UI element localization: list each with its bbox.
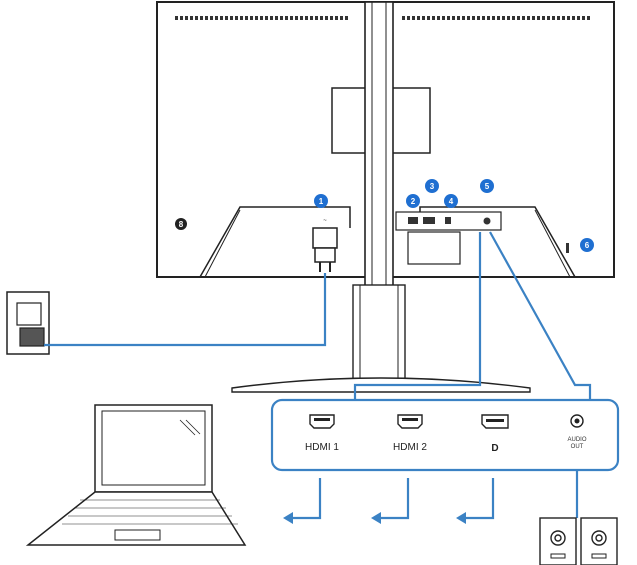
callout-5: 5	[480, 179, 494, 193]
callout-8-label: 8	[179, 220, 184, 229]
hdmi1-arrow-icon	[283, 512, 293, 524]
speakers-icon	[539, 517, 618, 565]
callout-2: 2	[406, 194, 420, 208]
hdmi1-output-cable	[290, 478, 322, 520]
callout-1-label: 1	[319, 197, 324, 206]
callout-1: 1	[314, 194, 328, 208]
callout-5-label: 5	[485, 182, 490, 191]
arrowheads	[283, 512, 466, 524]
ports-panel: HDMI 1 HDMI 2 D AUDIO OUT	[270, 398, 620, 472]
cables	[44, 231, 592, 520]
hdmi2-arrow-icon	[371, 512, 381, 524]
power-symbol-label: ~	[323, 218, 327, 224]
hdmi2-label: HDMI 2	[393, 442, 427, 453]
callout-6: 6	[580, 238, 594, 252]
displayport-icon	[481, 414, 509, 429]
audio-out-label-line1: AUDIO	[567, 437, 586, 443]
callout-3-label: 3	[430, 182, 435, 191]
hdmi2-port-icon	[397, 414, 423, 429]
callout-6-label: 6	[585, 241, 590, 250]
dp-arrow-icon	[456, 512, 466, 524]
power-connector-icon: ~	[312, 218, 338, 272]
dp-output-cable	[463, 478, 495, 520]
callout-8: 8	[175, 218, 187, 230]
wall-outlet-icon	[6, 291, 50, 355]
hdmi1-label: HDMI 1	[305, 442, 339, 453]
hdmi1-port-icon	[309, 414, 335, 429]
callout-3: 3	[425, 179, 439, 193]
callout-4: 4	[444, 194, 458, 208]
monitor-stand-icon	[231, 1, 531, 393]
displayport-label: D	[491, 443, 498, 454]
audio-jack-icon	[570, 414, 584, 428]
callout-2-label: 2	[411, 197, 416, 206]
power-cable	[44, 273, 327, 347]
callout-4-label: 4	[449, 197, 454, 206]
audio-out-label-line2: OUT	[571, 444, 584, 450]
video-cable	[353, 232, 482, 400]
hdmi2-output-cable	[378, 478, 410, 520]
audio-cable	[489, 231, 592, 400]
laptop-icon	[25, 404, 247, 546]
